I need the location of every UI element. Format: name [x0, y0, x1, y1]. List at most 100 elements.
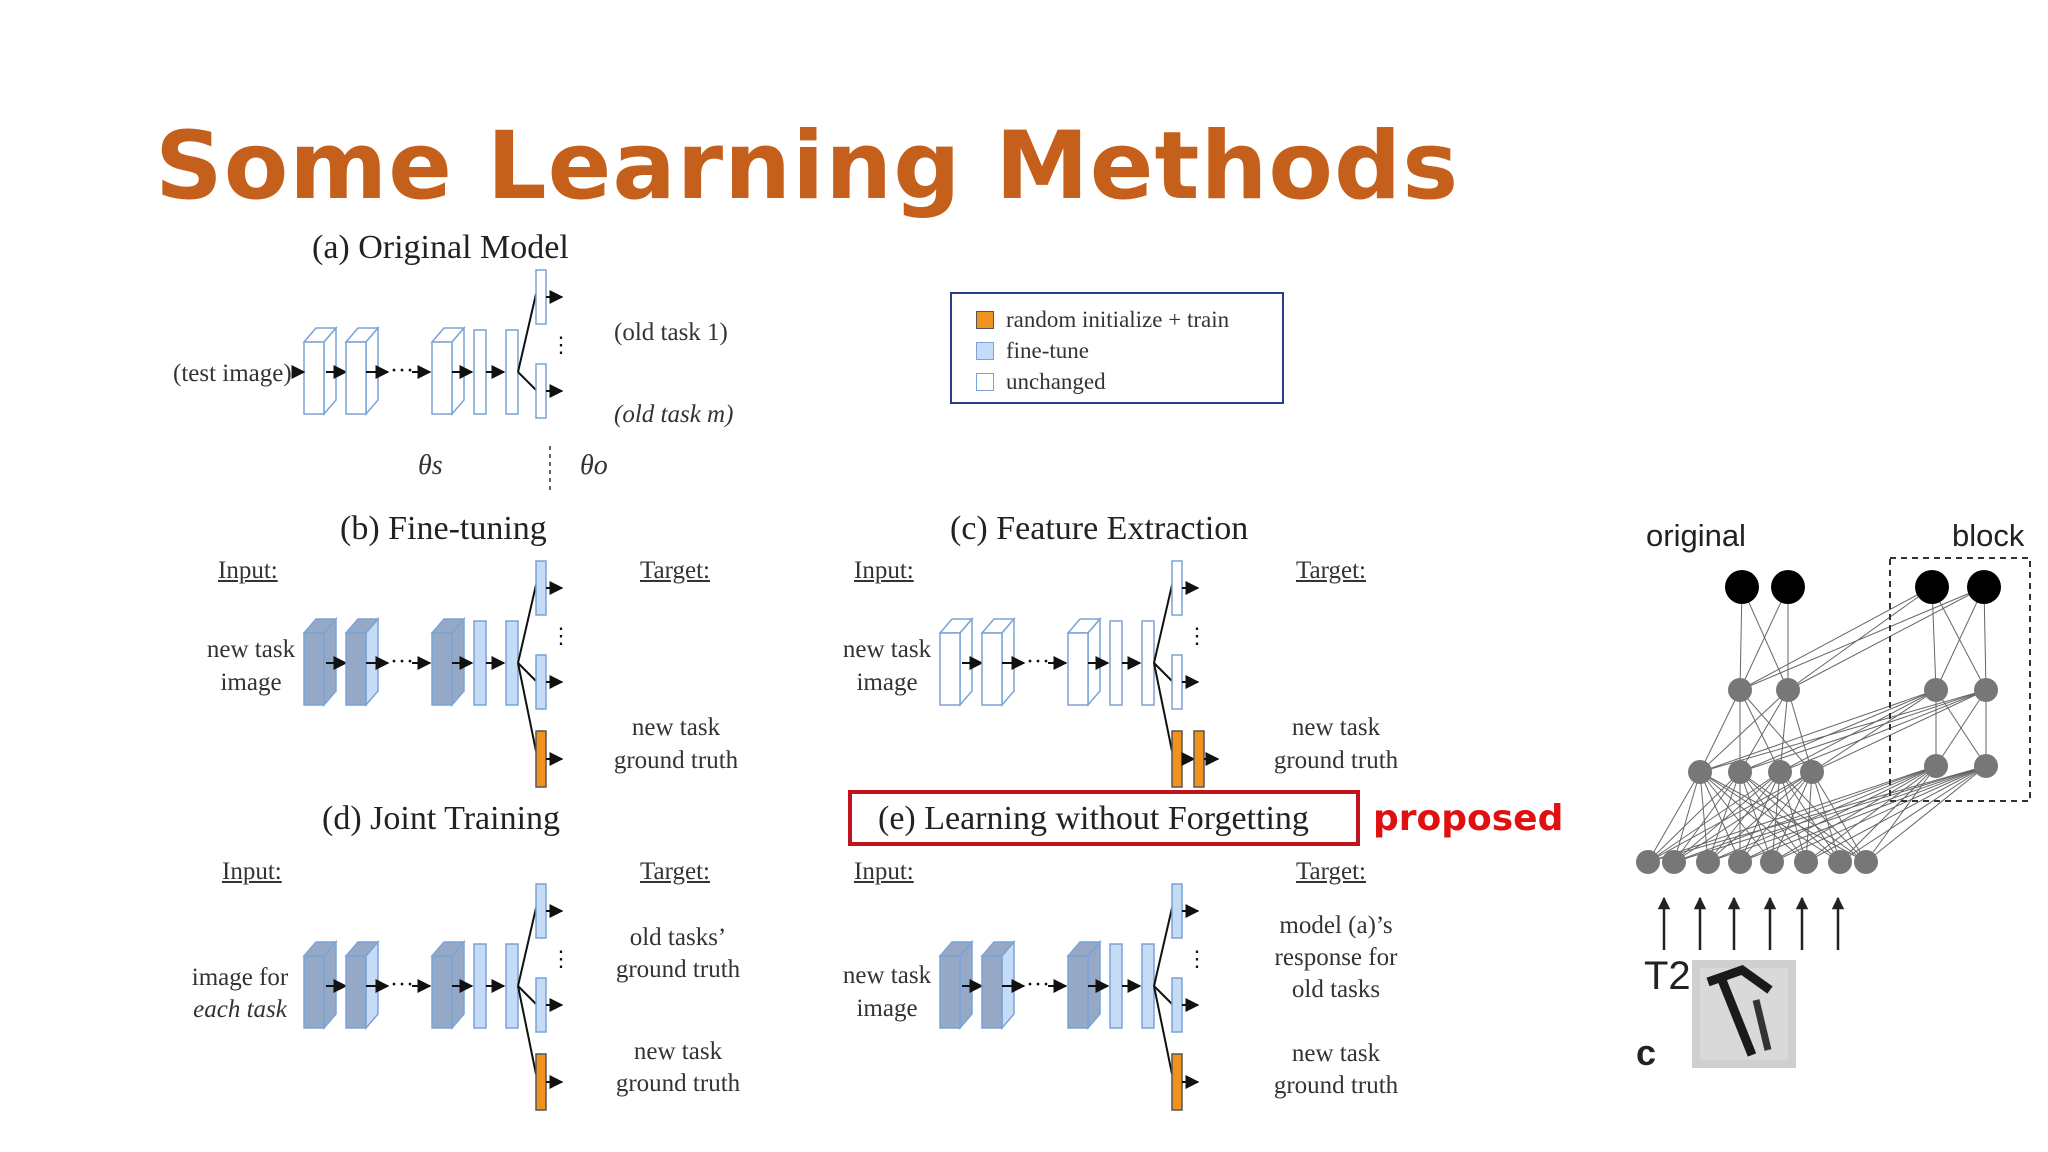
edge [1935, 689, 1987, 767]
panel-d-head-old-m [535, 977, 547, 1033]
proposed-label: proposed [1373, 798, 1564, 839]
panel-b-fc-1 [473, 620, 487, 706]
panel-d-conv-3 [431, 955, 453, 1029]
panel-d-target-header: Target: [640, 858, 710, 885]
panel-e-head-new [1171, 1053, 1183, 1111]
edge [1811, 689, 1987, 773]
panel-b-head-old-m [535, 654, 547, 710]
panel-b-head-new [535, 730, 547, 788]
edge [1699, 689, 1741, 773]
panel-e-target-header: Target: [1296, 858, 1366, 885]
edge [1779, 689, 1987, 773]
edge [1739, 586, 1743, 691]
edge [1805, 771, 1813, 863]
panel-b-branch-1 [517, 584, 537, 664]
panel-b-target-header: Target: [640, 557, 710, 584]
panel-d-t2-l1: new task [633, 1038, 723, 1065]
output-node [1915, 570, 1949, 604]
panel-b-fc-2 [505, 620, 519, 706]
edge [1787, 586, 1985, 691]
edge [1739, 765, 1937, 863]
panel-c-vdots: ⋮ [1186, 623, 1208, 648]
edge [1983, 586, 1987, 691]
panel-c-head-old-1 [1171, 560, 1183, 616]
hidden-node-1 [1768, 760, 1792, 784]
hidden-node-1 [1728, 760, 1752, 784]
panel-c-target-l2: ground truth [1273, 747, 1399, 774]
panel-b-conv-2 [345, 632, 367, 706]
edge [1779, 771, 1807, 863]
edge [1647, 771, 1701, 863]
panel-a-branch-2 [517, 371, 537, 391]
input-node [1696, 850, 1720, 874]
panel-d-ellipsis: ··· [390, 972, 414, 998]
hidden-node-2 [1728, 678, 1752, 702]
edge [1779, 771, 1867, 863]
edge [1771, 765, 1937, 863]
edge [1771, 765, 1987, 863]
panel-e-ellipsis: ··· [1026, 972, 1050, 998]
edge [1699, 771, 1841, 863]
block-dashed-box [1889, 557, 2031, 802]
panel-e-conv-2 [981, 955, 1003, 1029]
edge [1707, 765, 1937, 863]
edge [1699, 771, 1709, 863]
panel-e-branch-1 [1153, 907, 1173, 987]
edge [1707, 765, 1987, 863]
edge [1699, 689, 1987, 773]
panel-b-target-l2: ground truth [613, 747, 739, 774]
panel-a-conv-3 [431, 341, 453, 415]
edge [1739, 771, 1807, 863]
panel-e-t1-l2: response for [1274, 944, 1398, 971]
panel-c-branch-1 [1153, 584, 1173, 664]
output-node [1967, 570, 2001, 604]
hidden-node-1 [1688, 760, 1712, 784]
panel-e-t2-l2: ground truth [1273, 1072, 1399, 1099]
panel-a-branch-1 [517, 293, 537, 373]
theta-o-label: θo [580, 450, 608, 481]
panel-a-out1: (old task 1) [614, 319, 728, 346]
panel-b-vdots: ⋮ [550, 623, 572, 648]
edge [1699, 771, 1773, 863]
panel-c-head-old-m [1171, 654, 1183, 710]
proposed-highlight-box [848, 790, 1360, 846]
panel-b-target-l1: new task [631, 714, 721, 741]
edge [1739, 586, 1789, 691]
panel-a-ellipsis: ··· [390, 358, 414, 384]
panel-a-conv-2 [345, 341, 367, 415]
panel-c-input-l1: new task [842, 636, 932, 663]
input-node [1636, 850, 1660, 874]
panel-c-input-l2: image [856, 669, 918, 696]
edge [1935, 586, 1985, 691]
panel-b-conv-1 [303, 632, 325, 706]
panel-b-input-l2: image [220, 669, 282, 696]
panel-e-input-l2: image [856, 995, 918, 1022]
network-block-label: block [1952, 518, 2025, 553]
legend-item-random: random initialize + train [976, 304, 1282, 335]
hidden-node-2 [1776, 678, 1800, 702]
edge [1739, 689, 1813, 773]
panel-a-fc-1 [473, 329, 487, 415]
input-node [1828, 850, 1852, 874]
panel-b-ellipsis: ··· [390, 649, 414, 675]
panel-d-branch-1 [517, 907, 537, 987]
panel-b-head-old-1 [535, 560, 547, 616]
edge [1865, 765, 1987, 863]
input-node [1662, 850, 1686, 874]
digit-image [1692, 960, 1796, 1068]
edge [1931, 586, 1987, 691]
edge [1647, 771, 1781, 863]
white-swatch-icon [976, 372, 994, 391]
hidden-node-2 [1974, 678, 1998, 702]
edge [1699, 771, 1807, 863]
legend-item-unchanged: unchanged [976, 366, 1282, 397]
edge [1707, 771, 1741, 863]
network-c-label: c [1636, 1032, 1657, 1073]
edge [1931, 586, 1937, 691]
panel-a-head-old-1 [535, 269, 547, 325]
edge [1673, 765, 1937, 863]
panel-a-fc-2 [505, 329, 519, 415]
edge [1811, 689, 1937, 773]
edge [1699, 689, 1937, 773]
